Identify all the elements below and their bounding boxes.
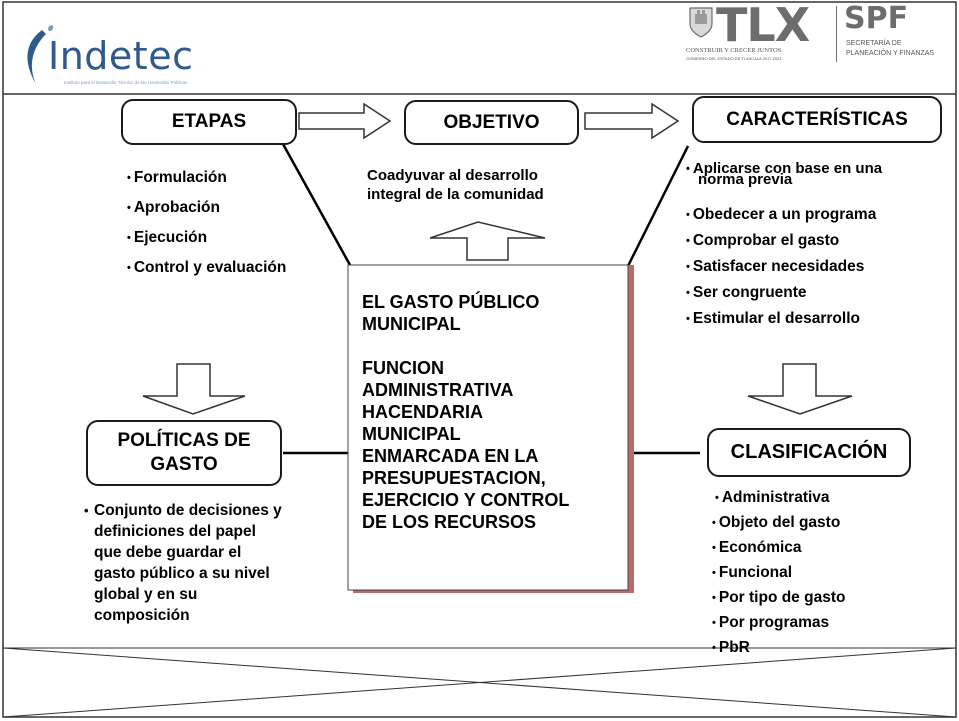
- politicas-title-1: POLÍTICAS DE: [117, 430, 251, 451]
- list-item: •PbR: [712, 639, 750, 656]
- list-item: •Económica: [712, 539, 802, 556]
- list-item: •Por programas: [712, 614, 830, 631]
- logo-separator: [836, 6, 837, 62]
- list-item: •Funcional: [712, 564, 793, 581]
- politicas-text-line: composición: [94, 607, 190, 624]
- objetivo-title: OBJETIVO: [443, 111, 540, 133]
- connector-caracteristicas-center: [626, 145, 690, 267]
- center-body-line: MUNICIPAL: [362, 424, 461, 444]
- list-item: •Por tipo de gasto: [712, 589, 846, 606]
- center-body-line: EJERCICIO Y CONTROL: [362, 490, 570, 510]
- center-body-line: ADMINISTRATIVA: [362, 380, 514, 400]
- center-text: EL GASTO PÚBLICO MUNICIPAL FUNCION ADMIN…: [362, 291, 569, 533]
- tlx-name: TLX: [716, 0, 810, 52]
- list-item: •Ser congruente: [686, 284, 807, 301]
- indetec-name: Indetec: [48, 34, 194, 78]
- arrow-center-to-objetivo: [429, 221, 546, 261]
- tlx-tagline-2: GOBIERNO DEL ESTADO DE TLAXCALA 2017-202…: [686, 56, 782, 61]
- objetivo-box: OBJETIVO: [404, 100, 579, 145]
- indetec-tagline: Instituto para el Desarrollo Técnico de …: [64, 80, 188, 85]
- clasificacion-box: CLASIFICACIÓN: [707, 428, 911, 477]
- tlx-tagline-1: CONSTRUIR Y CRECER JUNTOS: [686, 47, 782, 54]
- caracteristicas-box: CARACTERÍSTICAS: [692, 96, 942, 143]
- tlaxcala-shield-icon: [689, 7, 713, 38]
- center-body-line: PRESUPUESTACION,: [362, 468, 546, 488]
- center-title-line-2: MUNICIPAL: [362, 314, 461, 334]
- center-title-line-1: EL GASTO PÚBLICO: [362, 292, 540, 312]
- connector-etapas-center: [281, 143, 352, 266]
- list-item: •Aplicarse con base en una: [686, 160, 883, 177]
- arrow-down-to-clasificacion: [747, 363, 853, 415]
- list-item: •Comprobar el gasto: [686, 232, 840, 249]
- indetec-swoosh-icon: [27, 25, 54, 84]
- center-body-line: DE LOS RECURSOS: [362, 512, 537, 532]
- list-item: •Control y evaluación: [127, 259, 287, 276]
- etapas-title: ETAPAS: [171, 111, 247, 132]
- spf-name: SPF: [844, 1, 909, 36]
- list-item: •Objeto del gasto: [712, 514, 841, 531]
- spf-line-1: SECRETARÍA DE: [846, 40, 902, 47]
- list-item: •Estimular el desarrollo: [686, 310, 860, 327]
- list-item: •Obedecer a un programa: [686, 206, 877, 223]
- clasificacion-title: CLASIFICACIÓN: [730, 441, 888, 463]
- list-item: •Aprobación: [127, 199, 220, 216]
- etapas-box: ETAPAS: [121, 99, 297, 145]
- list-item: •Formulación: [127, 169, 227, 186]
- arrow-etapas-to-objetivo: [298, 102, 392, 140]
- objetivo-text-2: integral de la comunidad: [367, 186, 544, 203]
- list-item: •Ejecución: [127, 229, 208, 246]
- footer-diagonal-2: [2, 647, 957, 718]
- center-body-line: FUNCION: [362, 358, 444, 378]
- caracteristicas-title: CARACTERÍSTICAS: [726, 108, 908, 130]
- politicas-text-line: global y en su: [94, 586, 198, 603]
- arrow-down-to-politicas: [142, 363, 246, 415]
- politicas-text-line: definiciones del papel: [94, 523, 256, 540]
- tlx-logo: TLX CONSTRUIR Y CRECER JUNTOS GOBIERNO D…: [686, 0, 834, 64]
- list-item: •Administrativa: [715, 489, 830, 506]
- center-body-line: ENMARCADA EN LA: [362, 446, 539, 466]
- center-box: [347, 264, 629, 591]
- politicas-text: • Conjunto de decisiones y definiciones …: [84, 502, 282, 624]
- politicas-text-line: gasto público a su nivel: [94, 565, 270, 582]
- politicas-text-line: Conjunto de decisiones y: [94, 502, 282, 519]
- politicas-title-2: GASTO: [150, 454, 218, 475]
- objetivo-text-1: Coadyuvar al desarrollo: [367, 167, 538, 184]
- list-item: •Satisfacer necesidades: [686, 258, 865, 275]
- indetec-logo: Indetec Instituto para el Desarrollo Téc…: [20, 20, 260, 90]
- spf-logo: SPF SECRETARÍA DE PLANEACIÓN Y FINANZAS: [844, 1, 958, 64]
- spf-line-2: PLANEACIÓN Y FINANZAS: [846, 50, 935, 57]
- politicas-box: POLÍTICAS DE GASTO: [86, 420, 282, 486]
- center-body-line: HACENDARIA: [362, 402, 483, 422]
- list-item: norma previa: [698, 171, 793, 188]
- arrow-objetivo-to-caracteristicas: [584, 102, 680, 140]
- politicas-text-line: que debe guardar el: [94, 544, 242, 561]
